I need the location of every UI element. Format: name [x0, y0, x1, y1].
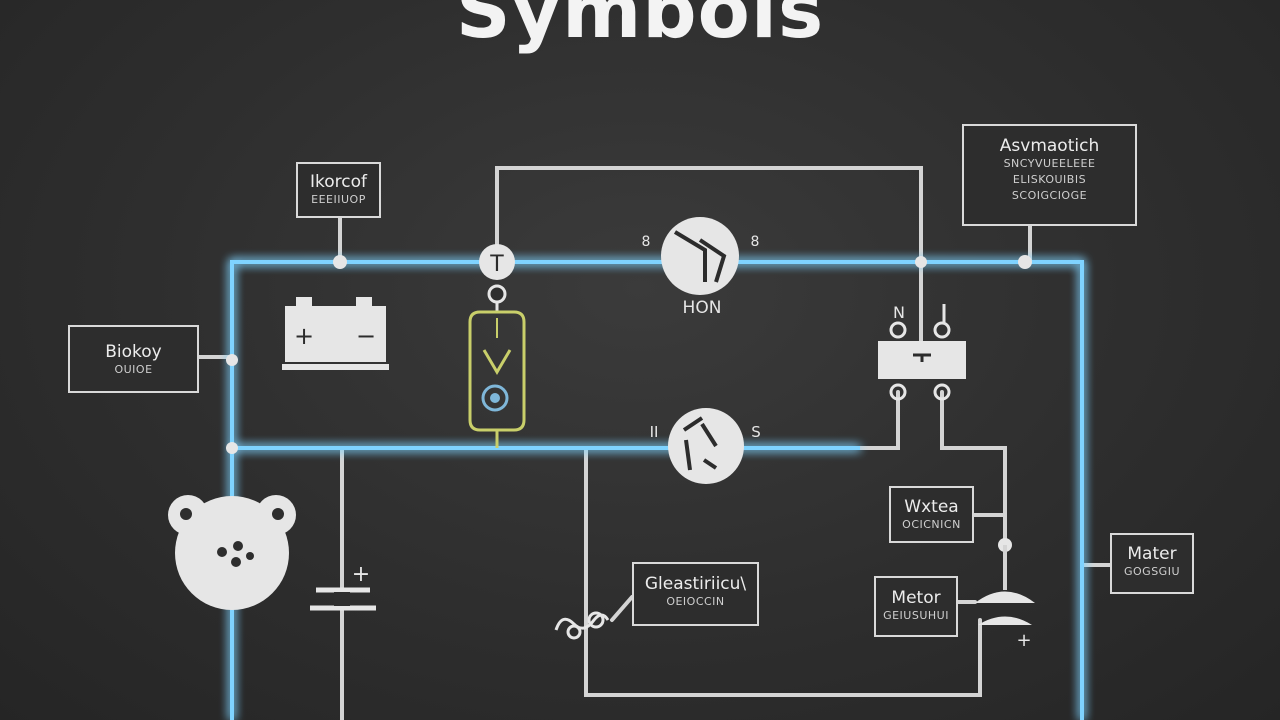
wire-label-center	[610, 595, 634, 622]
label-box-battery: Biokoy OUIOE	[68, 325, 199, 393]
wire-relay-down	[858, 390, 900, 450]
sensor-icon	[554, 611, 610, 640]
label-battery-main: Biokoy	[105, 342, 162, 362]
label-motor-right-sub: GOGSGIU	[1123, 565, 1180, 578]
battery-icon	[282, 297, 389, 370]
label-water-main: Wxtea	[904, 497, 959, 517]
top-switch-left-text: 8	[642, 234, 651, 250]
label-motor-right-main: Mater	[1127, 544, 1177, 564]
label-box-center: Gleastiriicu\ OEIOCCIN	[632, 562, 759, 626]
label-asym-line-2: ELISKOUIBIS	[1012, 173, 1087, 186]
label-box-asymmetric: Asvmaotich SNCYVUEELEEE ELISKOUIBIS SCOI…	[962, 124, 1137, 226]
top-switch-caption-text: HON	[683, 298, 722, 318]
label-center-sub: OEIOCCIN	[666, 595, 725, 608]
relay-left-text: N	[893, 303, 905, 322]
label-top-left-sub: EEEIIUOP	[311, 193, 366, 206]
glow-wires	[230, 260, 1084, 720]
relay-icon	[878, 304, 966, 401]
label-water-sub: OCICNICN	[902, 518, 961, 531]
label-box-motor-lower: Metor GEIUSUHUI	[874, 576, 958, 637]
wire-center-loop	[584, 446, 982, 697]
top-switch-right-text: 8	[751, 234, 760, 250]
label-asym-line-3: SCOIGCIOGE	[1011, 189, 1088, 202]
top-switch-icon	[661, 217, 739, 295]
label-motor-lower-sub: GEIUSUHUI	[883, 609, 949, 622]
bottom-switch-left-text: II	[650, 423, 659, 441]
label-box-water: Wxtea OCICNICN	[889, 486, 974, 543]
label-battery-sub: OUIOE	[114, 363, 153, 376]
bottom-switch-icon	[668, 408, 744, 484]
label-asym-line-1: SNCYVUEELEEE	[1003, 157, 1096, 170]
motor-icon	[168, 495, 296, 610]
label-center-main: Gleastiriicu\	[644, 574, 747, 594]
label-asym-main: Asvmaotich	[999, 136, 1100, 156]
transistor-icon	[479, 244, 515, 312]
motor-lower-icon	[975, 545, 1035, 625]
label-top-left-main: Ikorcof	[309, 172, 367, 192]
label-box-motor-right: Mater GOGSGIU	[1110, 533, 1194, 594]
label-box-top-left: Ikorcof EEEIIUOP	[296, 162, 381, 218]
motor-plus-text: +	[1016, 630, 1031, 651]
wire-relay-right	[940, 390, 1007, 547]
led-icon	[468, 310, 526, 448]
battery-minus-text: −	[356, 322, 376, 350]
plain-wires	[196, 166, 1112, 720]
bottom-switch-right-text: S	[751, 423, 761, 441]
capacitor-icon	[310, 587, 376, 611]
wire-glow-top	[230, 260, 1084, 720]
page-title: Symbols	[455, 0, 825, 55]
label-motor-lower-main: Metor	[891, 588, 941, 608]
capacitor-plus-text: +	[352, 562, 370, 587]
junction-dots	[226, 255, 1032, 552]
transistor-mark-text: T	[489, 252, 504, 277]
battery-plus-text: +	[294, 322, 314, 350]
